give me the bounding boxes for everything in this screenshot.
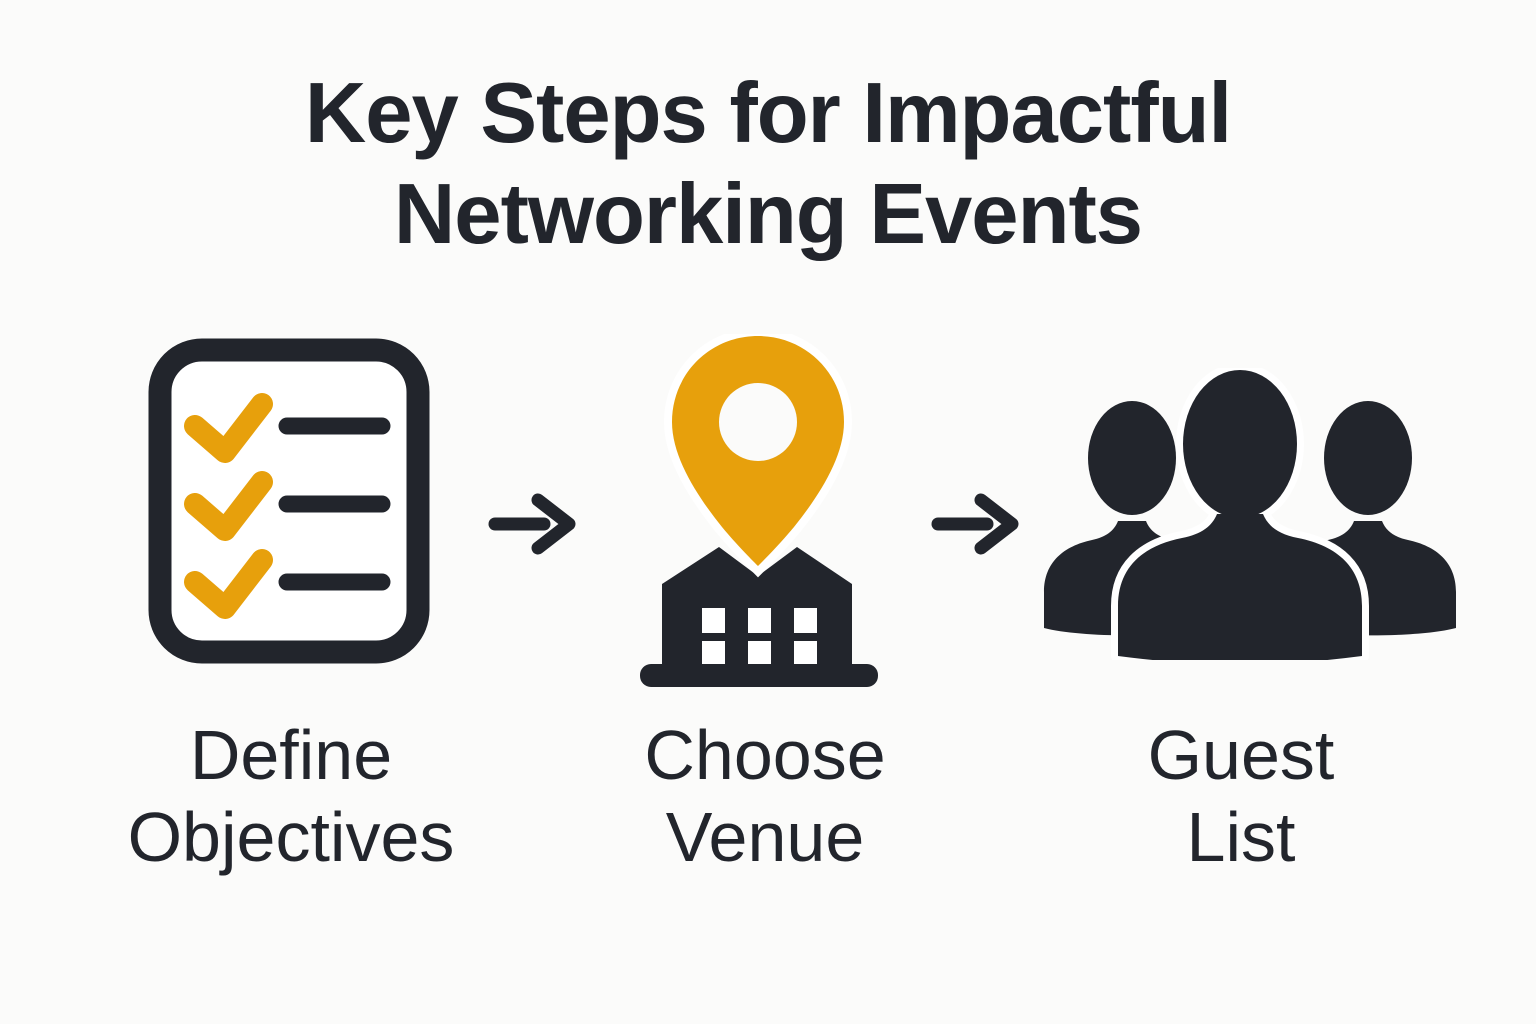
step-label-line: Venue — [665, 798, 865, 876]
step-label-line: List — [1186, 798, 1296, 876]
step-label-choose-venue: Choose Venue — [555, 714, 975, 878]
checkmark-icon — [184, 549, 273, 619]
pin-body — [672, 336, 844, 566]
title-line-1: Key Steps for Impactful — [304, 66, 1232, 161]
checklist-icon — [148, 338, 430, 664]
building-body — [662, 547, 852, 666]
venue-location-icon — [622, 334, 888, 690]
step-label-guest-list: Guest List — [1031, 714, 1451, 878]
page-title: Key Steps for Impactful Networking Event… — [0, 63, 1536, 265]
building-window — [794, 608, 817, 633]
building-window — [702, 641, 725, 666]
person-head — [1088, 401, 1176, 515]
building-window — [794, 641, 817, 666]
arrow-head — [531, 493, 576, 555]
building-icon — [640, 547, 878, 687]
person-shoulders — [1118, 514, 1362, 660]
title-line-2: Networking Events — [393, 167, 1143, 262]
step-label-line: Define — [189, 716, 393, 794]
building-window — [748, 608, 771, 633]
step-label-define-objectives: Define Objectives — [81, 714, 501, 878]
arrow-head — [974, 493, 1019, 555]
arrow-right-icon — [487, 490, 579, 558]
person-head — [1324, 401, 1412, 515]
checkmark-icon — [184, 393, 273, 463]
main-person — [1111, 368, 1369, 660]
building-window — [702, 608, 725, 633]
building-base — [640, 664, 878, 687]
step-label-line: Choose — [644, 716, 886, 794]
step-label-line: Guest — [1147, 716, 1335, 794]
building-window — [748, 641, 771, 666]
location-pin-icon — [663, 334, 853, 578]
person-head — [1183, 370, 1297, 518]
guest-group-icon — [1040, 368, 1460, 660]
arrow-right-icon — [930, 490, 1022, 558]
checkmark-icon — [184, 471, 273, 541]
step-label-line: Objectives — [127, 798, 455, 876]
